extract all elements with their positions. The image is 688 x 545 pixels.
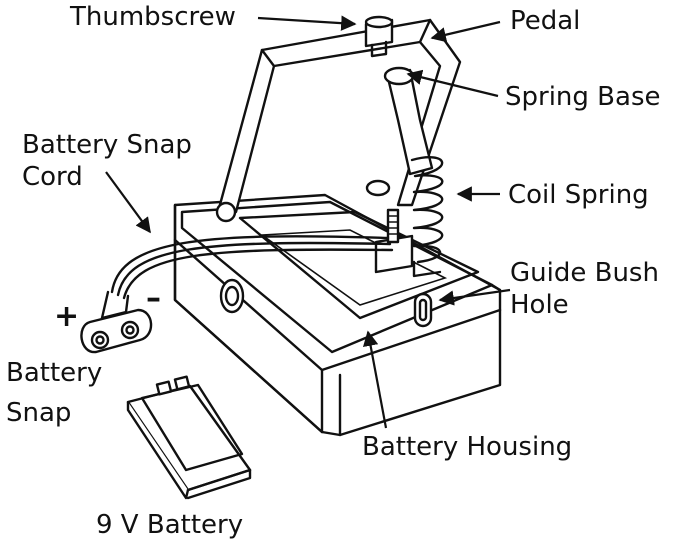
label-battery-snap-line1: Battery xyxy=(6,358,103,388)
plus-sign: + xyxy=(54,299,80,334)
spring-base xyxy=(383,66,434,176)
battery-housing-body xyxy=(173,193,502,437)
label-thumbscrew: Thumbscrew xyxy=(70,2,236,32)
label-spring-base: Spring Base xyxy=(505,82,661,112)
thumbscrew xyxy=(364,15,394,58)
label-battery-snap-cord-line1: Battery Snap xyxy=(22,130,192,160)
label-coil-spring: Coil Spring xyxy=(508,180,649,210)
minus-sign: – xyxy=(146,281,161,316)
label-battery-housing: Battery Housing xyxy=(362,432,573,462)
battery-snap-cord xyxy=(110,235,394,300)
jack-socket xyxy=(219,278,245,314)
label-battery-snap-line2: Snap xyxy=(6,398,72,428)
label-guide-bush-hole-line2: Hole xyxy=(510,290,569,320)
coil-spring xyxy=(410,156,444,278)
nine-volt-battery xyxy=(126,375,252,500)
label-battery-snap-cord-line2: Cord xyxy=(22,162,83,192)
label-pedal: Pedal xyxy=(510,6,581,36)
battery-snap xyxy=(80,290,153,354)
label-guide-bush-hole-line1: Guide Bush xyxy=(510,258,659,288)
terminal-post xyxy=(374,208,414,274)
guide-bush-hole xyxy=(413,292,433,328)
leader-arrows xyxy=(105,15,511,429)
label-9v-battery: 9 V Battery xyxy=(96,510,244,540)
